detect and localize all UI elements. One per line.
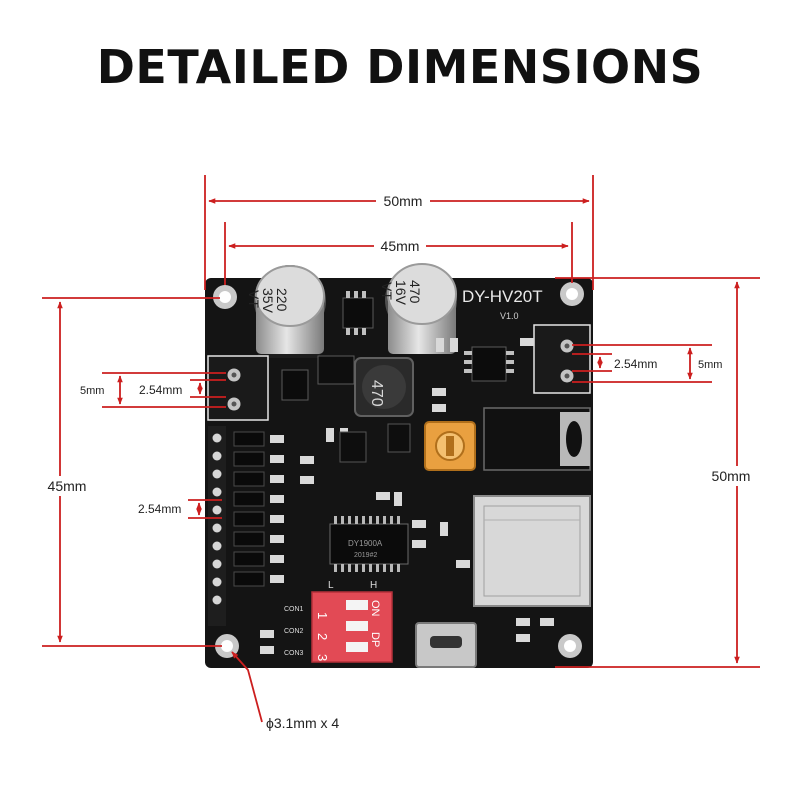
- ic-chip: [471, 346, 507, 382]
- board-model-label: DY-HV20T: [462, 287, 543, 306]
- dip-on-label: ON: [369, 600, 381, 617]
- con2-label: CON2: [284, 628, 304, 635]
- height-holes-label: 45mm: [48, 478, 87, 494]
- ic-chip: [342, 297, 374, 329]
- con3-label: CON3: [284, 650, 304, 657]
- capacitor-right: 470 16V VT: [379, 263, 457, 354]
- regulator: [339, 431, 367, 463]
- width-outer-label: 50mm: [384, 193, 423, 209]
- hole-leader-line: [231, 651, 263, 723]
- dip-number-3: 3: [315, 654, 330, 661]
- cap-right-brand: VT: [379, 282, 395, 300]
- resistor-array: [233, 431, 265, 587]
- inductor-value: 470: [368, 380, 385, 407]
- regulator: [387, 423, 411, 453]
- dip-switch: 1 2 3 ON DP: [311, 591, 393, 663]
- smd-pads: [260, 338, 554, 654]
- page-title: DETAILED DIMENSIONS: [96, 40, 704, 94]
- main-chip-label: DY1900A: [348, 539, 383, 548]
- main-chip: DY1900A 2019#2: [329, 516, 409, 572]
- capacitor-left: 220 35V VT: [246, 265, 326, 358]
- dip-low-label: L: [328, 580, 334, 591]
- pin-header: [208, 426, 226, 626]
- dip-number-2: 2: [315, 633, 330, 640]
- right-terminal-span-label: 5mm: [698, 359, 722, 371]
- cap-left-voltage: 35V: [260, 288, 276, 314]
- terminal-block-left: [207, 355, 269, 421]
- audio-jack: [483, 407, 591, 471]
- cap-right-voltage: 16V: [393, 280, 409, 306]
- hole-diameter-label: ϕ3.1mm x 4: [266, 715, 339, 731]
- cap-left-brand: VT: [246, 290, 262, 308]
- dimension-lines: [42, 175, 760, 723]
- board-version-label: V1.0: [500, 311, 519, 321]
- dip-dp-label: DP: [369, 632, 381, 647]
- dip-high-label: H: [370, 580, 377, 591]
- cap-right-value: 470: [407, 280, 423, 304]
- transistor: [281, 369, 309, 401]
- left-terminal-pitch-label: 2.54mm: [139, 383, 182, 397]
- con1-label: CON1: [284, 606, 304, 613]
- header-pitch-label: 2.54mm: [138, 502, 181, 516]
- height-outer-label: 50mm: [712, 468, 751, 484]
- diode: [317, 355, 355, 385]
- width-holes-label: 45mm: [381, 238, 420, 254]
- inductor: 470: [354, 357, 414, 417]
- usb-connector: [415, 622, 477, 668]
- sd-card-slot: [473, 495, 591, 607]
- dip-number-1: 1: [315, 612, 330, 619]
- left-terminal-span-label: 5mm: [80, 385, 104, 397]
- right-terminal-pitch-label: 2.54mm: [614, 357, 657, 371]
- main-chip-code: 2019#2: [354, 552, 377, 559]
- cap-left-value: 220: [274, 288, 290, 312]
- pcb-board: 220 35V VT 470 16V VT DY-HV20T V1.0: [205, 263, 593, 668]
- dimension-labels: 50mm 45mm 45mm 50mm 5mm 2.54mm 2.54mm 5m…: [48, 193, 751, 731]
- trimpot: [424, 421, 476, 471]
